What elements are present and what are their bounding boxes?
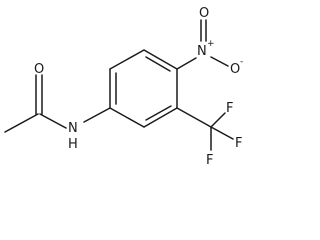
- bond-nitrogen-ring: [83, 107, 111, 123]
- bond-carbonyl-nitrogen: [39, 113, 67, 129]
- ring-double-2: [145, 56, 171, 72]
- nitro-top-oxygen-label: O: [199, 6, 209, 21]
- nitro-nitrogen-label: N: [197, 44, 207, 59]
- bond-methyl-carbonyl: [4, 113, 39, 133]
- molecule-structure: O N H N + O O - F F F: [4, 6, 243, 168]
- ring-double-3: [145, 105, 172, 121]
- bond-cf3-fluorine-top: [210, 112, 226, 128]
- ring-bond-6: [109, 107, 145, 128]
- bond-cf3-fluorine-right: [210, 126, 234, 140]
- nitro-plus-charge: +: [207, 39, 215, 49]
- ring-bond-5: [143, 107, 178, 128]
- bond-ring-cf3: [176, 107, 212, 128]
- bond-ring-nitro: [176, 57, 197, 70]
- ring-bond-3: [143, 49, 178, 70]
- carbonyl-oxygen-label: O: [34, 62, 44, 77]
- nitro-minus-charge: -: [240, 57, 243, 67]
- fluorine-right-label: F: [235, 136, 242, 151]
- nitro-right-oxygen-label: O: [230, 62, 240, 77]
- fluorine-bottom-label: F: [206, 153, 213, 168]
- bond-nitro-oxygen-right: [210, 56, 229, 67]
- ring-bond-2: [109, 49, 145, 70]
- fluorine-top-label: F: [226, 101, 233, 116]
- amide-hydrogen-label: H: [68, 137, 78, 152]
- amide-nitrogen-label: N: [68, 121, 78, 136]
